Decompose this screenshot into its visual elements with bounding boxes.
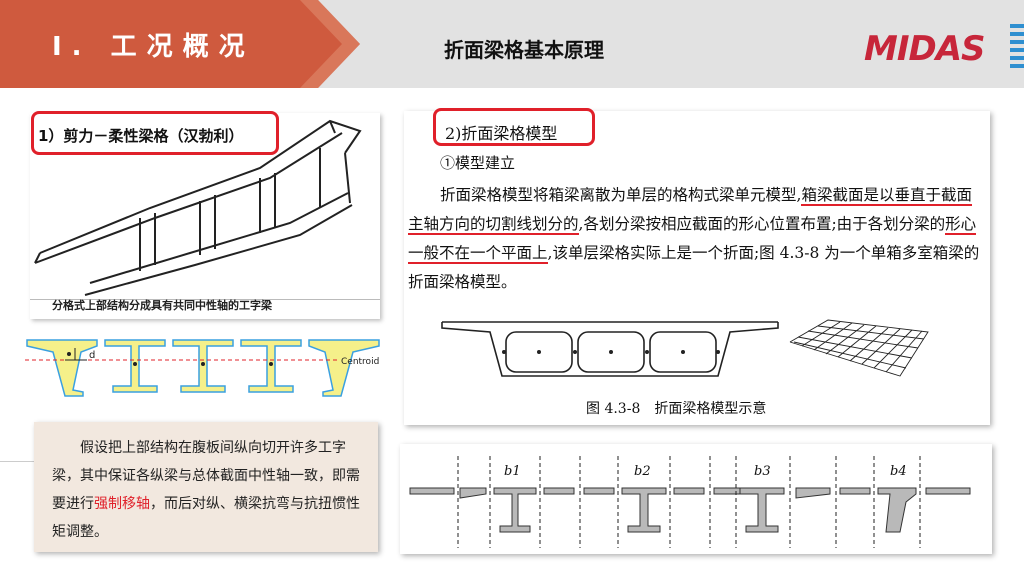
para-part1: 折面梁格模型将箱梁离散为单层的格构式梁单元模型, xyxy=(440,186,802,204)
para-part3: ,各划分梁按相应截面的形心位置布置;由于各划分梁的 xyxy=(578,215,946,233)
assumption-text-part1: 假设把上部结构在腹板间纵向切开许多工字梁，其中保证各纵梁与总体截面中性轴一致，即… xyxy=(52,440,360,512)
svg-text:MIDAS: MIDAS xyxy=(864,29,985,68)
model-description-paragraph: 折面梁格模型将箱梁离散为单层的格构式梁单元模型,箱梁截面是以垂直于截面主轴方向的… xyxy=(408,181,982,297)
figure-caption: 图 4.3-8 折面梁格模型示意 xyxy=(586,401,767,417)
multi-cell-box-girder-drawing xyxy=(440,318,780,382)
header-bar: I. 工况概况 折面梁格基本原理 MIDAS xyxy=(0,0,1024,88)
assumption-text-part2: ，而后对纵、横梁抗弯与抗扭惯性矩调整。 xyxy=(52,496,360,540)
section-label: I. 工况概况 xyxy=(52,32,255,62)
section-centroid-diagram: d Centroid xyxy=(25,334,385,398)
left-divider xyxy=(0,461,40,462)
b1-label: b1 xyxy=(504,464,521,479)
b3-label: b3 xyxy=(754,464,771,479)
i-beam-division-card: b1 b2 b3 b4 xyxy=(400,444,992,554)
forced-axis-shift-highlight: 强制移轴 xyxy=(94,496,150,512)
card1-label-box xyxy=(31,111,279,155)
b2-label: b2 xyxy=(634,464,651,479)
i-beam-perspective-drawing xyxy=(30,119,380,300)
b4-label: b4 xyxy=(890,464,907,479)
para-underline-2: 形心一般不在一个平面上 xyxy=(408,215,977,264)
slide-title: 折面梁格基本原理 xyxy=(444,38,604,62)
para-part5: ,该单层梁格实际上是一个折面;图 4.3-8 为一个单箱多室箱梁的折面梁格模型。 xyxy=(408,244,980,291)
card1-label: 1）剪力－柔性梁格（汉勃利） xyxy=(38,127,244,145)
card2-label-box xyxy=(433,108,595,146)
midas-logo: MIDAS xyxy=(862,28,1002,69)
section-band xyxy=(0,0,360,88)
para-underline-1: 箱梁截面是以垂直于截面主轴方向的切割线划分的 xyxy=(408,186,972,235)
assumption-text-card: 假设把上部结构在腹板间纵向切开许多工字梁，其中保证各纵梁与总体截面中性轴一致，即… xyxy=(34,422,378,552)
logo-stripes xyxy=(1010,24,1024,74)
centroid-label: Centroid xyxy=(341,357,379,367)
card1-caption: 分格式上部结构分成具有共同中性轴的工字梁 xyxy=(52,299,272,312)
folded-grid-3d-drawing xyxy=(788,312,938,384)
dim-d-label: d xyxy=(89,350,95,361)
card2-label: 2)折面梁格模型 xyxy=(445,124,558,143)
card2-subheading: ①模型建立 xyxy=(440,154,516,172)
